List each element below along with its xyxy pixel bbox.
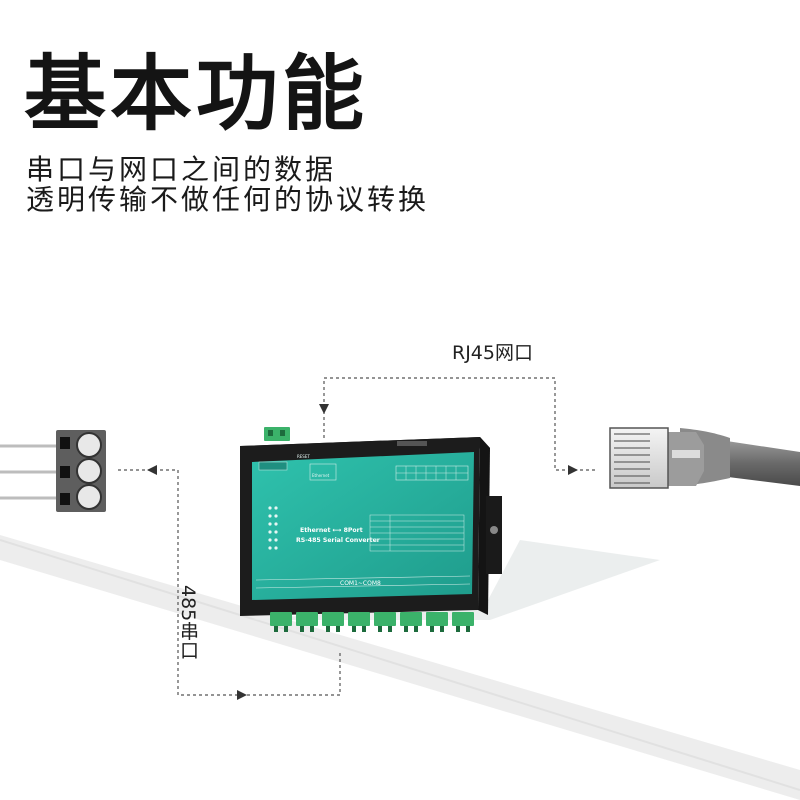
device-model-line-2: RS-485 Serial Converter xyxy=(296,537,381,544)
led-indicators xyxy=(268,506,278,550)
terminal-block-connector xyxy=(0,430,106,512)
arrow-right-icon xyxy=(237,690,247,700)
com-ports-label: COM1~COM8 xyxy=(340,580,381,587)
serial-485-label: 485串口 xyxy=(177,585,199,660)
serial-terminal-blocks xyxy=(270,612,474,626)
arrow-right-icon xyxy=(568,465,578,475)
rj45-plug xyxy=(609,427,800,489)
spec-table xyxy=(369,514,465,552)
device-model-line-1: Ethernet ⟷ 8Port xyxy=(300,527,363,534)
subtitle-line-1: 串口与网口之间的数据 xyxy=(26,153,337,186)
rj45-port-label: RJ45网口 xyxy=(452,342,533,364)
arrow-left-icon xyxy=(147,465,157,475)
background-bands xyxy=(0,535,800,800)
serial-converter-device: Ethernet RESET Ethernet ⟷ 8Port RS-485 S… xyxy=(240,427,502,632)
reset-label: RESET xyxy=(297,454,310,459)
arrow-down-icon xyxy=(319,404,329,414)
page-title: 基本功能 xyxy=(24,47,369,142)
ethernet-port-label: Ethernet xyxy=(312,473,330,478)
subtitle-line-2: 透明传输不做任何的协议转换 xyxy=(26,183,430,216)
serial-connection-line xyxy=(118,469,341,696)
